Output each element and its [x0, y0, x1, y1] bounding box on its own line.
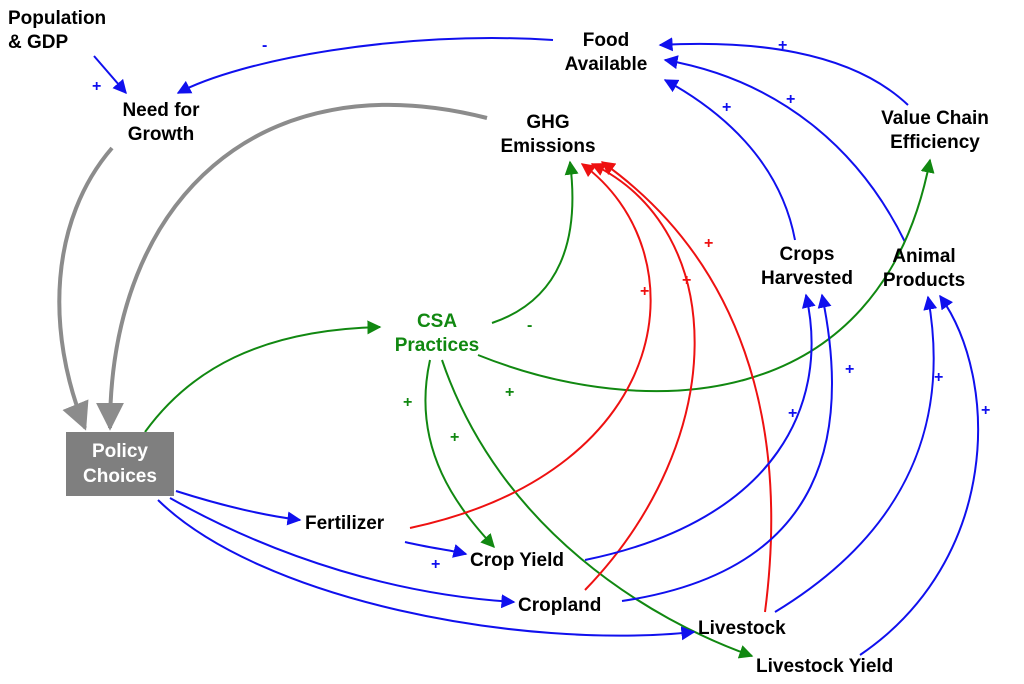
node-food-available: Food Available — [564, 30, 648, 75]
link-fertilizer-to-cropyield — [404, 541, 468, 558]
link-policy-to-fertilizer — [175, 490, 302, 526]
link-population-to-need — [93, 55, 127, 95]
sign-animal-food: + — [786, 91, 796, 108]
link-cropland-to-ghg — [584, 163, 696, 591]
link-cropyield-to-crops — [584, 293, 816, 561]
link-food-to-need — [176, 37, 554, 94]
sign-cropland-ghg: + — [682, 272, 692, 289]
link-cropland-to-crops — [621, 293, 834, 602]
sign-fertilizer-ghg: + — [640, 283, 650, 300]
sign-livestock-animal: + — [934, 369, 944, 386]
node-livestock: Livestock — [698, 618, 786, 639]
sign-population-need: + — [92, 78, 102, 95]
node-policy-choices: Policy Choices — [66, 432, 174, 496]
node-animal-products: Animal Products — [882, 246, 966, 291]
link-ghg-to-policy — [96, 102, 488, 431]
link-animal-to-food — [663, 55, 906, 243]
node-cropland: Cropland — [518, 595, 602, 616]
link-fertilizer-to-ghg — [409, 163, 652, 529]
link-policy-to-csa — [144, 320, 382, 433]
node-ghg-emissions: GHG Emissions — [500, 112, 596, 157]
node-fertilizer: Fertilizer — [305, 513, 385, 534]
link-csa-to-valuechain — [477, 158, 935, 393]
sign-csa-valuechain: + — [505, 384, 515, 401]
sign-csa-livestockyield: + — [450, 429, 460, 446]
node-livestock-yield: Livestock Yield — [756, 656, 894, 677]
node-crop-yield: Crop Yield — [470, 550, 564, 571]
link-csa-to-ghg — [491, 160, 579, 324]
link-csa-to-livestockyield — [441, 359, 754, 659]
node-need-for-growth: Need for Growth — [122, 100, 200, 145]
link-csa-to-cropyield — [424, 359, 495, 549]
node-csa-practices: CSA Practices — [394, 311, 480, 356]
node-crops-harvested: Crops Harvested — [761, 244, 853, 289]
sign-food-need: - — [262, 37, 268, 54]
sign-valuechain-food: + — [778, 37, 788, 54]
sign-cropyield-crops: + — [788, 405, 798, 422]
link-crops-to-food — [663, 79, 796, 241]
node-value-chain-efficiency: Value Chain Efficiency — [881, 108, 989, 153]
sign-csa-ghg: - — [527, 317, 533, 334]
link-policy-to-livestock — [157, 499, 696, 641]
sign-cropland-crops: + — [845, 361, 855, 378]
sign-crops-food: + — [722, 99, 732, 116]
node-population-gdp: Population & GDP — [8, 8, 107, 53]
sign-csa-cropyield: + — [403, 394, 413, 411]
link-need-to-policy — [57, 146, 114, 431]
sign-livestock-ghg: + — [704, 235, 714, 252]
sign-fertilizer-cropyield: + — [431, 556, 441, 573]
link-valuechain-to-food — [658, 37, 909, 106]
link-livestock-to-animal — [774, 295, 938, 613]
link-policy-to-cropland — [169, 497, 516, 609]
link-livestock-to-ghg — [600, 161, 773, 613]
sign-livestockyield-animal: + — [981, 402, 991, 419]
link-livestockyield-to-animal — [859, 294, 980, 656]
